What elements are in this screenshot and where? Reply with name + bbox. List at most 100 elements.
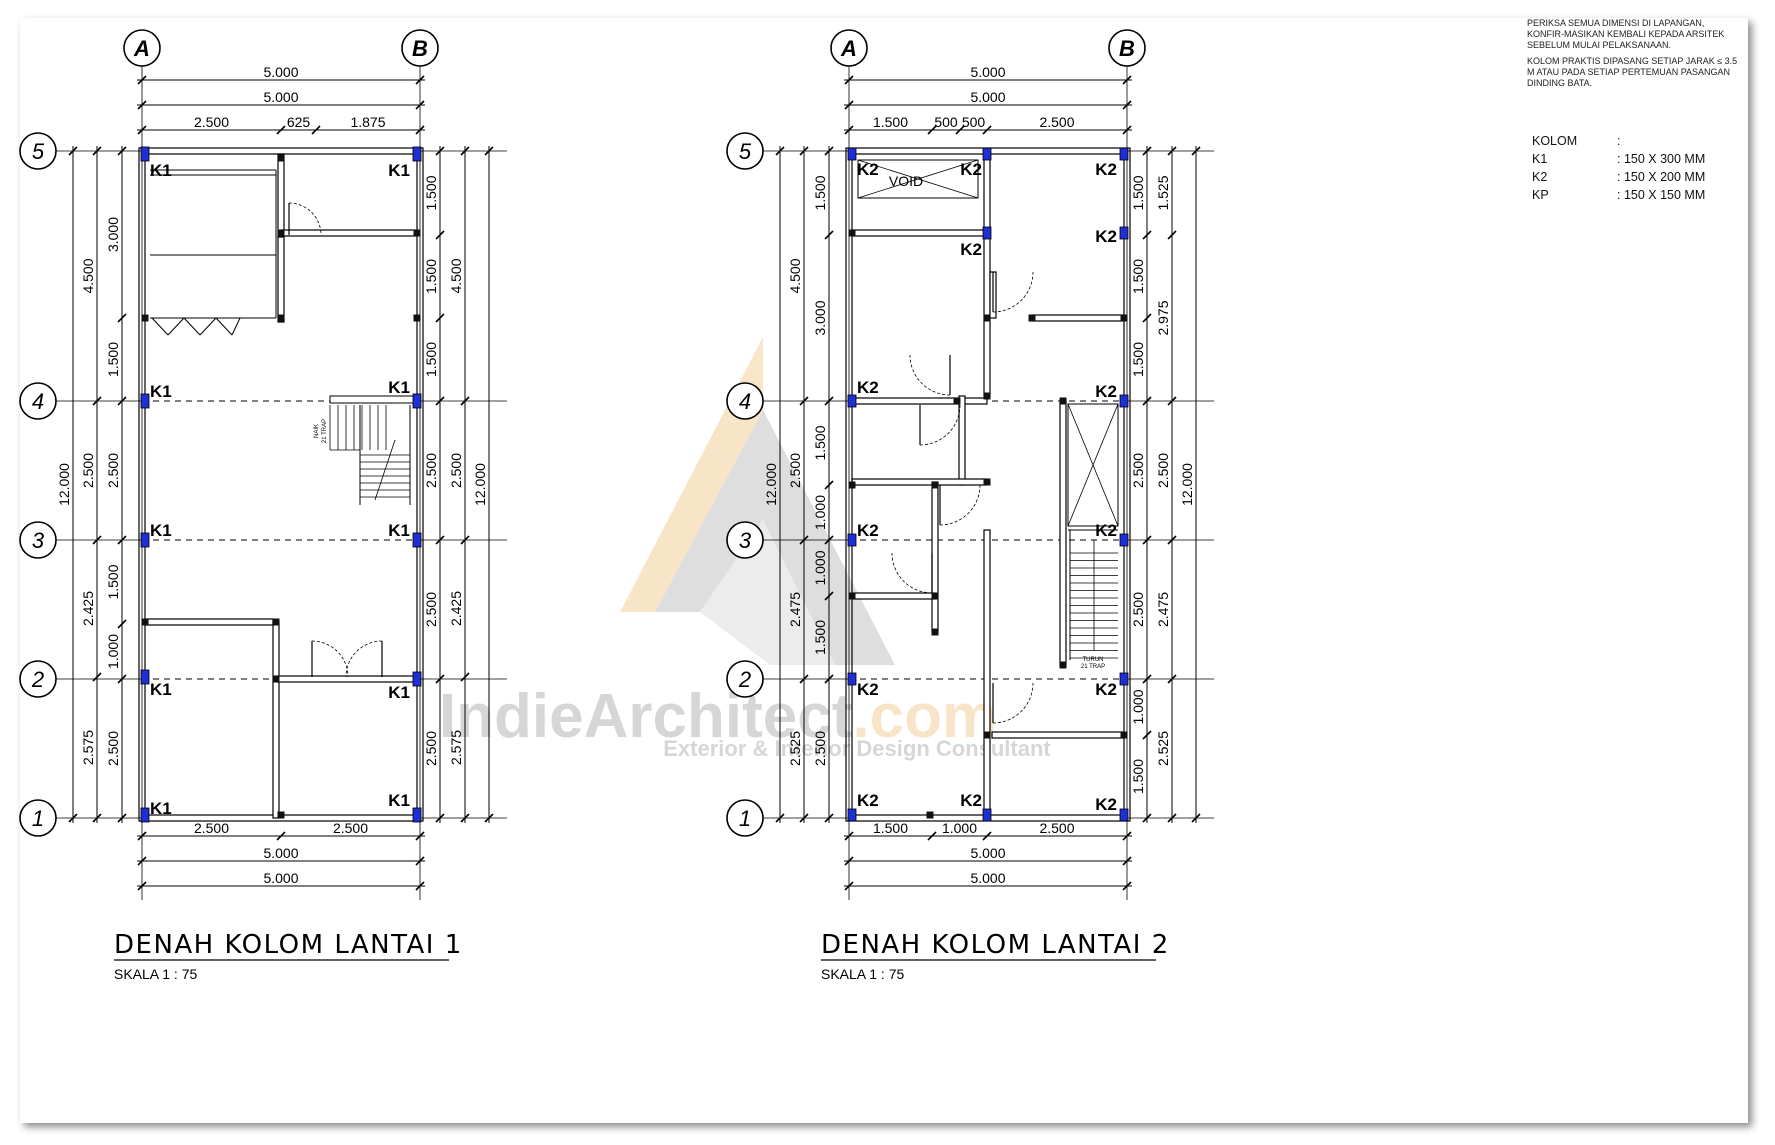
dimension-label: 3.000 — [105, 217, 121, 252]
dimension-label: 1.500 — [105, 342, 121, 377]
outer-wall-outline — [138, 147, 424, 822]
dimension-label: 2.500 — [105, 731, 121, 766]
dimension-label: 2.500 — [423, 731, 439, 766]
dimension-label: 1.500 — [423, 175, 439, 210]
column-label: K2 — [960, 160, 982, 179]
dimension-tick — [799, 813, 809, 823]
note-1: PERIKSA SEMUA DIMENSI DI LAPANGAN, KONFI… — [1527, 18, 1725, 50]
dimension-label: 5.000 — [263, 870, 298, 886]
dimension-tick — [824, 480, 834, 490]
column-label: K2 — [857, 378, 879, 397]
column-k — [847, 808, 857, 822]
dimension-label: 2.500 — [1155, 453, 1171, 488]
door-swing — [311, 640, 349, 678]
dimension-label: 2.425 — [448, 591, 464, 626]
dimension-label: 5.000 — [970, 64, 1005, 80]
folding-door-leaf — [167, 317, 185, 336]
column-k — [847, 533, 857, 547]
dimension-label: 4.500 — [80, 258, 96, 293]
dimension-tick — [1191, 813, 1201, 823]
dimension-label: 1.500 — [812, 175, 828, 210]
stair-lantai-2 — [1068, 529, 1118, 660]
dimension-label: 2.500 — [333, 820, 368, 836]
dimension-tick — [415, 831, 425, 841]
dimension-tick — [435, 674, 445, 684]
watermark-brand-part: Indie — [439, 682, 584, 751]
dimension-tick — [435, 396, 445, 406]
door-swing — [909, 354, 951, 396]
dimension-tick — [435, 230, 445, 240]
column-kp — [931, 628, 939, 636]
wall — [991, 731, 1125, 739]
column-k — [982, 147, 992, 161]
legend-label: K2 — [1532, 170, 1548, 184]
column-kp — [1120, 314, 1128, 322]
stair-lantai-1 — [329, 405, 411, 505]
dimension-tick — [117, 619, 127, 629]
watermark-brand-part: .com — [852, 682, 997, 751]
void-cross — [857, 159, 979, 199]
wall — [983, 529, 991, 819]
dimension-label: 1.500 — [873, 114, 908, 130]
dimension-tick — [1167, 535, 1177, 545]
dimension-tick — [844, 881, 854, 891]
dimension-tick — [68, 146, 78, 156]
column-label: K2 — [857, 791, 879, 810]
wall — [277, 236, 285, 323]
dimension-label: 5.000 — [263, 89, 298, 105]
dimension-label: 500 — [962, 114, 986, 130]
dimension-label: 1.875 — [350, 114, 385, 130]
dimension-label: 4.500 — [448, 258, 464, 293]
dimension-tick — [460, 146, 470, 156]
dimension-label: 1.500 — [423, 342, 439, 377]
dimension-label: 2.500 — [448, 453, 464, 488]
dimension-tick — [137, 75, 147, 85]
column-k — [412, 532, 422, 548]
column-label: K1 — [388, 521, 410, 540]
column-kp — [983, 731, 991, 739]
wall — [983, 153, 991, 397]
door-swing — [939, 484, 981, 526]
dimension-tick — [1167, 146, 1177, 156]
plan-scale: SKALA 1 : 75 — [114, 966, 197, 982]
column-kp — [1120, 731, 1128, 739]
general-notes: PERIKSA SEMUA DIMENSI DI LAPANGAN, KONFI… — [1527, 18, 1742, 94]
dimension-tick — [137, 125, 147, 135]
column-k — [412, 671, 422, 687]
dimension-tick — [460, 813, 470, 823]
column-label: K1 — [150, 521, 172, 540]
grid-label: B — [1119, 36, 1135, 61]
dimension-label: 500 — [934, 114, 958, 130]
dimension-tick — [927, 831, 937, 841]
column-k — [1119, 672, 1129, 686]
column-label: K2 — [857, 680, 879, 699]
legend-header-label: KOLOM — [1532, 134, 1578, 148]
column-label: K2 — [1095, 795, 1117, 814]
dimension-tick — [276, 125, 286, 135]
dimension-label: 2.500 — [194, 820, 229, 836]
watermark-brand-part: Archi — [584, 682, 742, 751]
dimension-tick — [1122, 856, 1132, 866]
wall — [931, 481, 939, 633]
dimension-tick — [1142, 230, 1152, 240]
dimension-tick — [435, 146, 445, 156]
dimension-label: 1.000 — [942, 820, 977, 836]
note-2: KOLOM PRAKTIS DIPASANG SETIAP JARAK ≤ 3.… — [1527, 56, 1738, 88]
dimension-tick — [460, 396, 470, 406]
wall — [958, 395, 966, 486]
plan-title: DENAH KOLOM LANTAI 1 — [114, 930, 463, 960]
column-kp — [277, 314, 285, 322]
dimension-tick — [1122, 831, 1132, 841]
column-label: K1 — [150, 382, 172, 401]
column-label: K2 — [960, 240, 982, 259]
dimension-label: 5.000 — [263, 845, 298, 861]
dimension-tick — [92, 146, 102, 156]
door-swing — [345, 640, 383, 678]
column-label: K2 — [1095, 521, 1117, 540]
dimension-label: 2.525 — [1155, 731, 1171, 766]
dimension-tick — [276, 831, 286, 841]
dimension-label: 1.500 — [812, 425, 828, 460]
dimension-tick — [117, 813, 127, 823]
dimension-label: 1.500 — [423, 259, 439, 294]
